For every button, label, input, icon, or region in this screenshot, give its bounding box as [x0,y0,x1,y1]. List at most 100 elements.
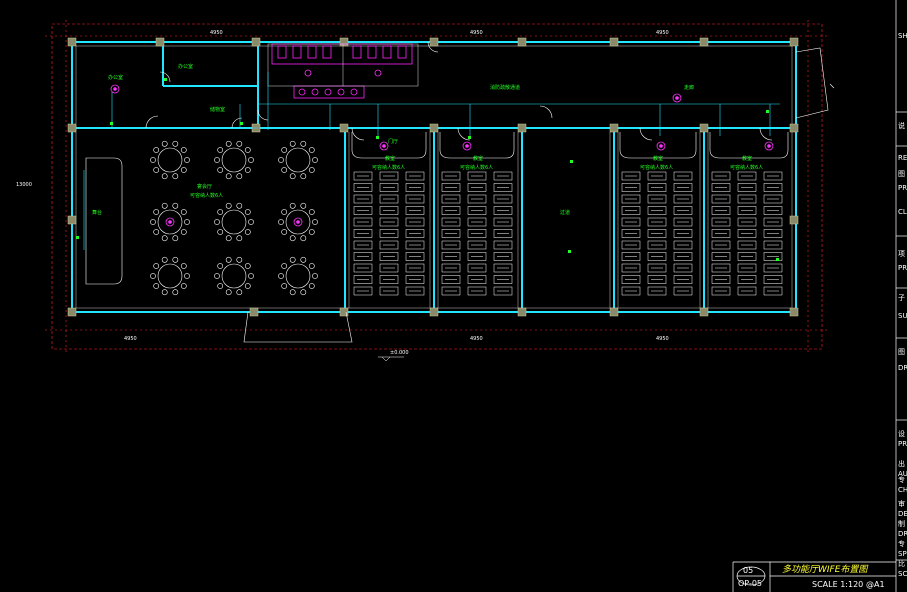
chair [225,173,232,180]
chair [153,209,160,215]
desk [379,229,399,238]
chair [300,173,307,180]
desk [647,194,667,204]
desk [441,252,461,261]
chair [180,229,187,235]
chair [308,229,315,235]
chair [161,173,168,180]
chair [281,283,288,289]
desk [405,217,425,227]
svg-text:4950: 4950 [124,336,137,342]
chair [236,173,243,180]
chair [308,167,315,173]
chair [289,235,296,242]
desk [711,263,731,273]
desk [353,275,373,284]
title-block-label: 说 [898,121,905,130]
walls [71,41,797,313]
desk [711,194,731,204]
chair [184,157,190,163]
desk [621,286,641,296]
desk [467,275,487,284]
title-block-label: 专 [898,539,905,548]
chair [281,263,288,269]
chair [150,157,156,163]
desk [493,217,513,227]
chair [312,273,318,279]
title-block-label: DES [898,510,907,518]
desk [353,286,373,296]
title-block-label: 出 [898,459,905,468]
desk [493,183,513,192]
desk [737,263,757,273]
door-swings [145,41,773,141]
desk [353,217,373,227]
desk [493,263,513,273]
chair [225,256,232,263]
round-table [221,147,247,173]
title-block-label: 项 [898,250,905,258]
chair [248,273,254,279]
chair [281,147,288,153]
desk [647,229,667,238]
desk [467,217,487,227]
desk [441,229,461,238]
desk [441,263,461,273]
chair [278,219,284,225]
chair [289,140,296,147]
desk [737,286,757,296]
desk [379,206,399,215]
desk [673,229,693,238]
desk [379,183,399,192]
desk [737,171,757,181]
title-block-label: REM [898,154,907,162]
desk [711,206,731,215]
desk [737,217,757,227]
desk [467,183,487,192]
chair [217,147,224,153]
desk [379,171,399,181]
label-classroom-c: 教室 [653,155,663,162]
desk [621,206,641,215]
label-classroom-d-cap: 可容纳人数6人 [730,164,763,171]
chair [184,219,190,225]
chair [214,219,220,225]
chair [308,209,315,215]
desk [379,217,399,227]
desk [405,206,425,215]
chair [278,157,284,163]
chair [289,173,296,180]
desk [405,252,425,261]
title-block-label: CL [898,208,907,216]
chair [217,229,224,235]
chair [172,140,179,147]
label-door-tag: 门厅 [388,138,398,145]
desk [353,229,373,238]
desk [737,194,757,204]
chair [300,140,307,147]
round-table [157,263,183,289]
desk [763,217,783,227]
desk [647,275,667,284]
title-block-label: AU [898,470,907,478]
desk [673,286,693,296]
desk [673,263,693,273]
round-table [285,209,311,235]
title-block-labels: SH说REM图PRCL项PRO子SU图DR设PRO出AU专CHE审DES制DRA… [898,32,907,578]
desk [621,217,641,227]
chair [180,283,187,289]
label-classroom-a-cap: 可容纳人数6人 [372,164,405,171]
label-classroom-d: 教室 [742,155,752,162]
desk [673,217,693,227]
chair [150,219,156,225]
chair [172,235,179,242]
desk [441,183,461,192]
desk [353,240,373,250]
chair [150,273,156,279]
desk [353,171,373,181]
desk [737,240,757,250]
chair [217,263,224,269]
chair [153,283,160,289]
desk [647,263,667,273]
desk [441,286,461,296]
